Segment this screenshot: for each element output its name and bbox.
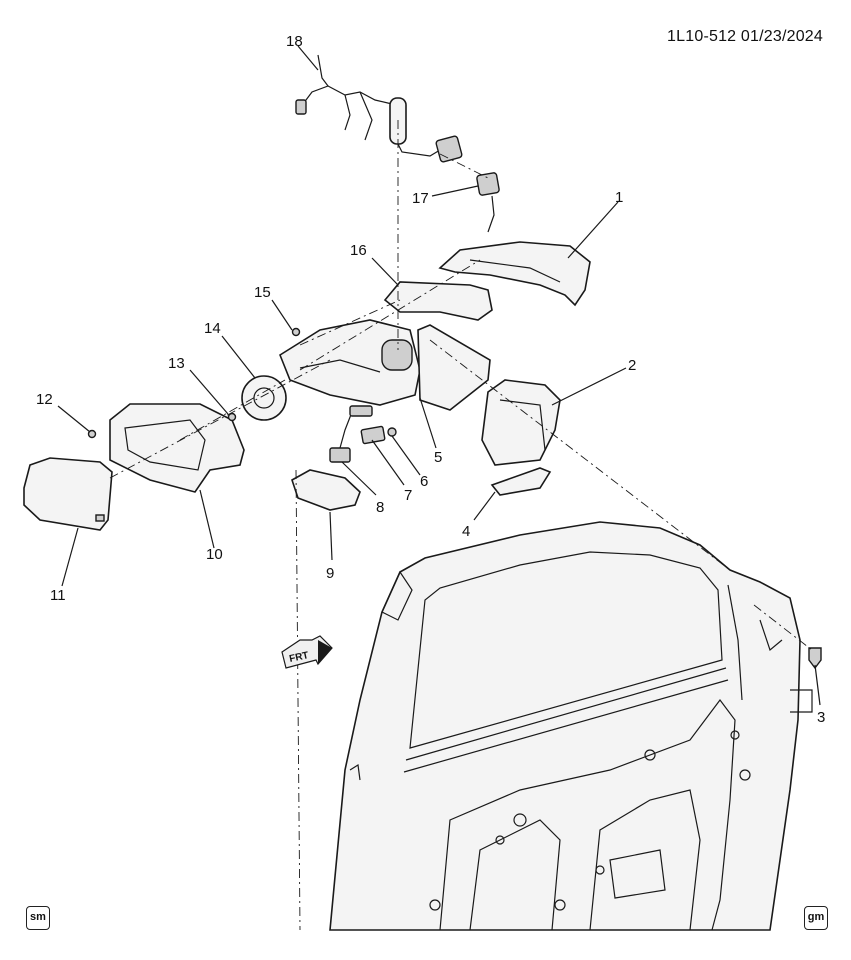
part-4-turn-signal-lamp bbox=[490, 467, 552, 496]
callout-6: 6 bbox=[420, 473, 428, 490]
callout-9: 9 bbox=[326, 565, 334, 582]
callout-4: 4 bbox=[462, 523, 470, 540]
sm-logo: sm bbox=[26, 906, 50, 930]
part-11-mirror-glass bbox=[23, 457, 113, 531]
part-13-screw bbox=[227, 412, 237, 422]
assembly-reference-lines bbox=[109, 120, 813, 931]
callout-2: 2 bbox=[628, 357, 636, 374]
part-10-mirror-frame bbox=[109, 403, 245, 493]
callout-1: 1 bbox=[615, 189, 623, 206]
callout-15: 15 bbox=[254, 284, 271, 301]
door-assembly bbox=[329, 521, 813, 931]
mirror-base-housing bbox=[279, 319, 421, 406]
part-3-bolt bbox=[808, 647, 822, 670]
part-7-clip bbox=[360, 425, 386, 445]
callout-16: 16 bbox=[350, 242, 367, 259]
part-15-screw bbox=[291, 327, 301, 337]
frt-label: FRT bbox=[288, 650, 309, 665]
part-16-bracket bbox=[383, 281, 493, 321]
part-9-puddle-lamp bbox=[291, 469, 361, 511]
part-1-mirror-cover bbox=[438, 241, 591, 307]
callout-labels: 1 2 3 4 5 6 7 8 9 10 11 12 13 14 15 16 1… bbox=[36, 33, 825, 726]
part-8-harness-lead bbox=[329, 405, 373, 463]
callout-leaders bbox=[57, 45, 821, 706]
part-18-wiring-harness bbox=[295, 54, 463, 163]
part-14-heater-plate bbox=[241, 375, 287, 421]
callout-17: 17 bbox=[412, 190, 429, 207]
callout-14: 14 bbox=[204, 320, 221, 337]
callout-10: 10 bbox=[206, 546, 223, 563]
callout-13: 13 bbox=[168, 355, 185, 372]
diagram-code-date: 1L10-512 01/23/2024 bbox=[667, 28, 823, 45]
part-2-actuator bbox=[481, 379, 561, 466]
part-17-connector bbox=[476, 172, 500, 233]
callout-7: 7 bbox=[404, 487, 412, 504]
callout-3: 3 bbox=[817, 709, 825, 726]
callout-11: 11 bbox=[50, 587, 66, 604]
callout-5: 5 bbox=[434, 449, 442, 466]
callout-12: 12 bbox=[36, 391, 53, 408]
gm-logo: gm bbox=[804, 906, 828, 930]
part-12-screw bbox=[87, 429, 97, 439]
callout-8: 8 bbox=[376, 499, 384, 516]
part-5-mirror-backing bbox=[417, 324, 491, 411]
callout-18: 18 bbox=[286, 33, 303, 50]
part-6-screw bbox=[387, 427, 397, 437]
front-direction-arrow-icon: FRT bbox=[281, 635, 333, 669]
